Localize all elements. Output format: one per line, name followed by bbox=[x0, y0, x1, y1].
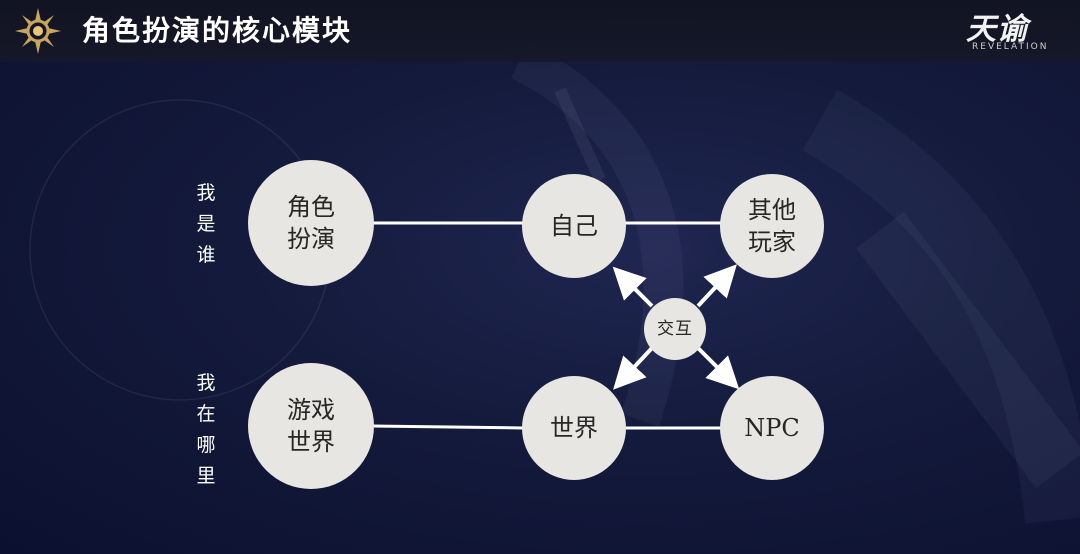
node-other-players: 其他 玩家 bbox=[720, 174, 824, 278]
node-interaction-label: 交互 bbox=[657, 319, 693, 339]
node-game-world-label: 游戏 世界 bbox=[287, 396, 335, 456]
node-npc: NPC bbox=[720, 376, 824, 480]
arrow-to-npc bbox=[696, 346, 740, 390]
connector-gameworld-world bbox=[371, 424, 525, 430]
label-where-am-i: 我 在 哪 里 bbox=[192, 368, 220, 492]
node-npc-label: NPC bbox=[744, 414, 800, 442]
game-logo: 天谕 REVELATION bbox=[960, 4, 1072, 56]
arrow-to-other-players bbox=[696, 264, 737, 308]
node-self-label: 自己 bbox=[550, 212, 598, 240]
slide-title: 角色扮演的核心模块 bbox=[82, 14, 353, 47]
node-interaction: 交互 bbox=[644, 298, 706, 360]
node-world: 世界 bbox=[522, 376, 626, 480]
node-role-play: 角色 扮演 bbox=[248, 160, 374, 286]
node-self: 自己 bbox=[522, 174, 626, 278]
label-where-am-i-text: 我 在 哪 里 bbox=[196, 372, 216, 487]
label-who-am-i: 我 是 谁 bbox=[192, 178, 220, 271]
node-role-play-label: 角色 扮演 bbox=[287, 193, 335, 253]
arrow-to-self bbox=[612, 266, 654, 308]
arrow-to-world bbox=[613, 346, 654, 390]
label-who-am-i-text: 我 是 谁 bbox=[196, 182, 216, 266]
compass-emblem-icon bbox=[15, 8, 61, 54]
node-other-players-label: 其他 玩家 bbox=[748, 196, 796, 256]
header-bar bbox=[0, 0, 1080, 62]
game-logo-subtitle: REVELATION bbox=[972, 42, 1049, 52]
node-world-label: 世界 bbox=[550, 414, 598, 442]
game-logo-text: 天谕 bbox=[966, 12, 1028, 47]
node-game-world: 游戏 世界 bbox=[248, 363, 374, 489]
